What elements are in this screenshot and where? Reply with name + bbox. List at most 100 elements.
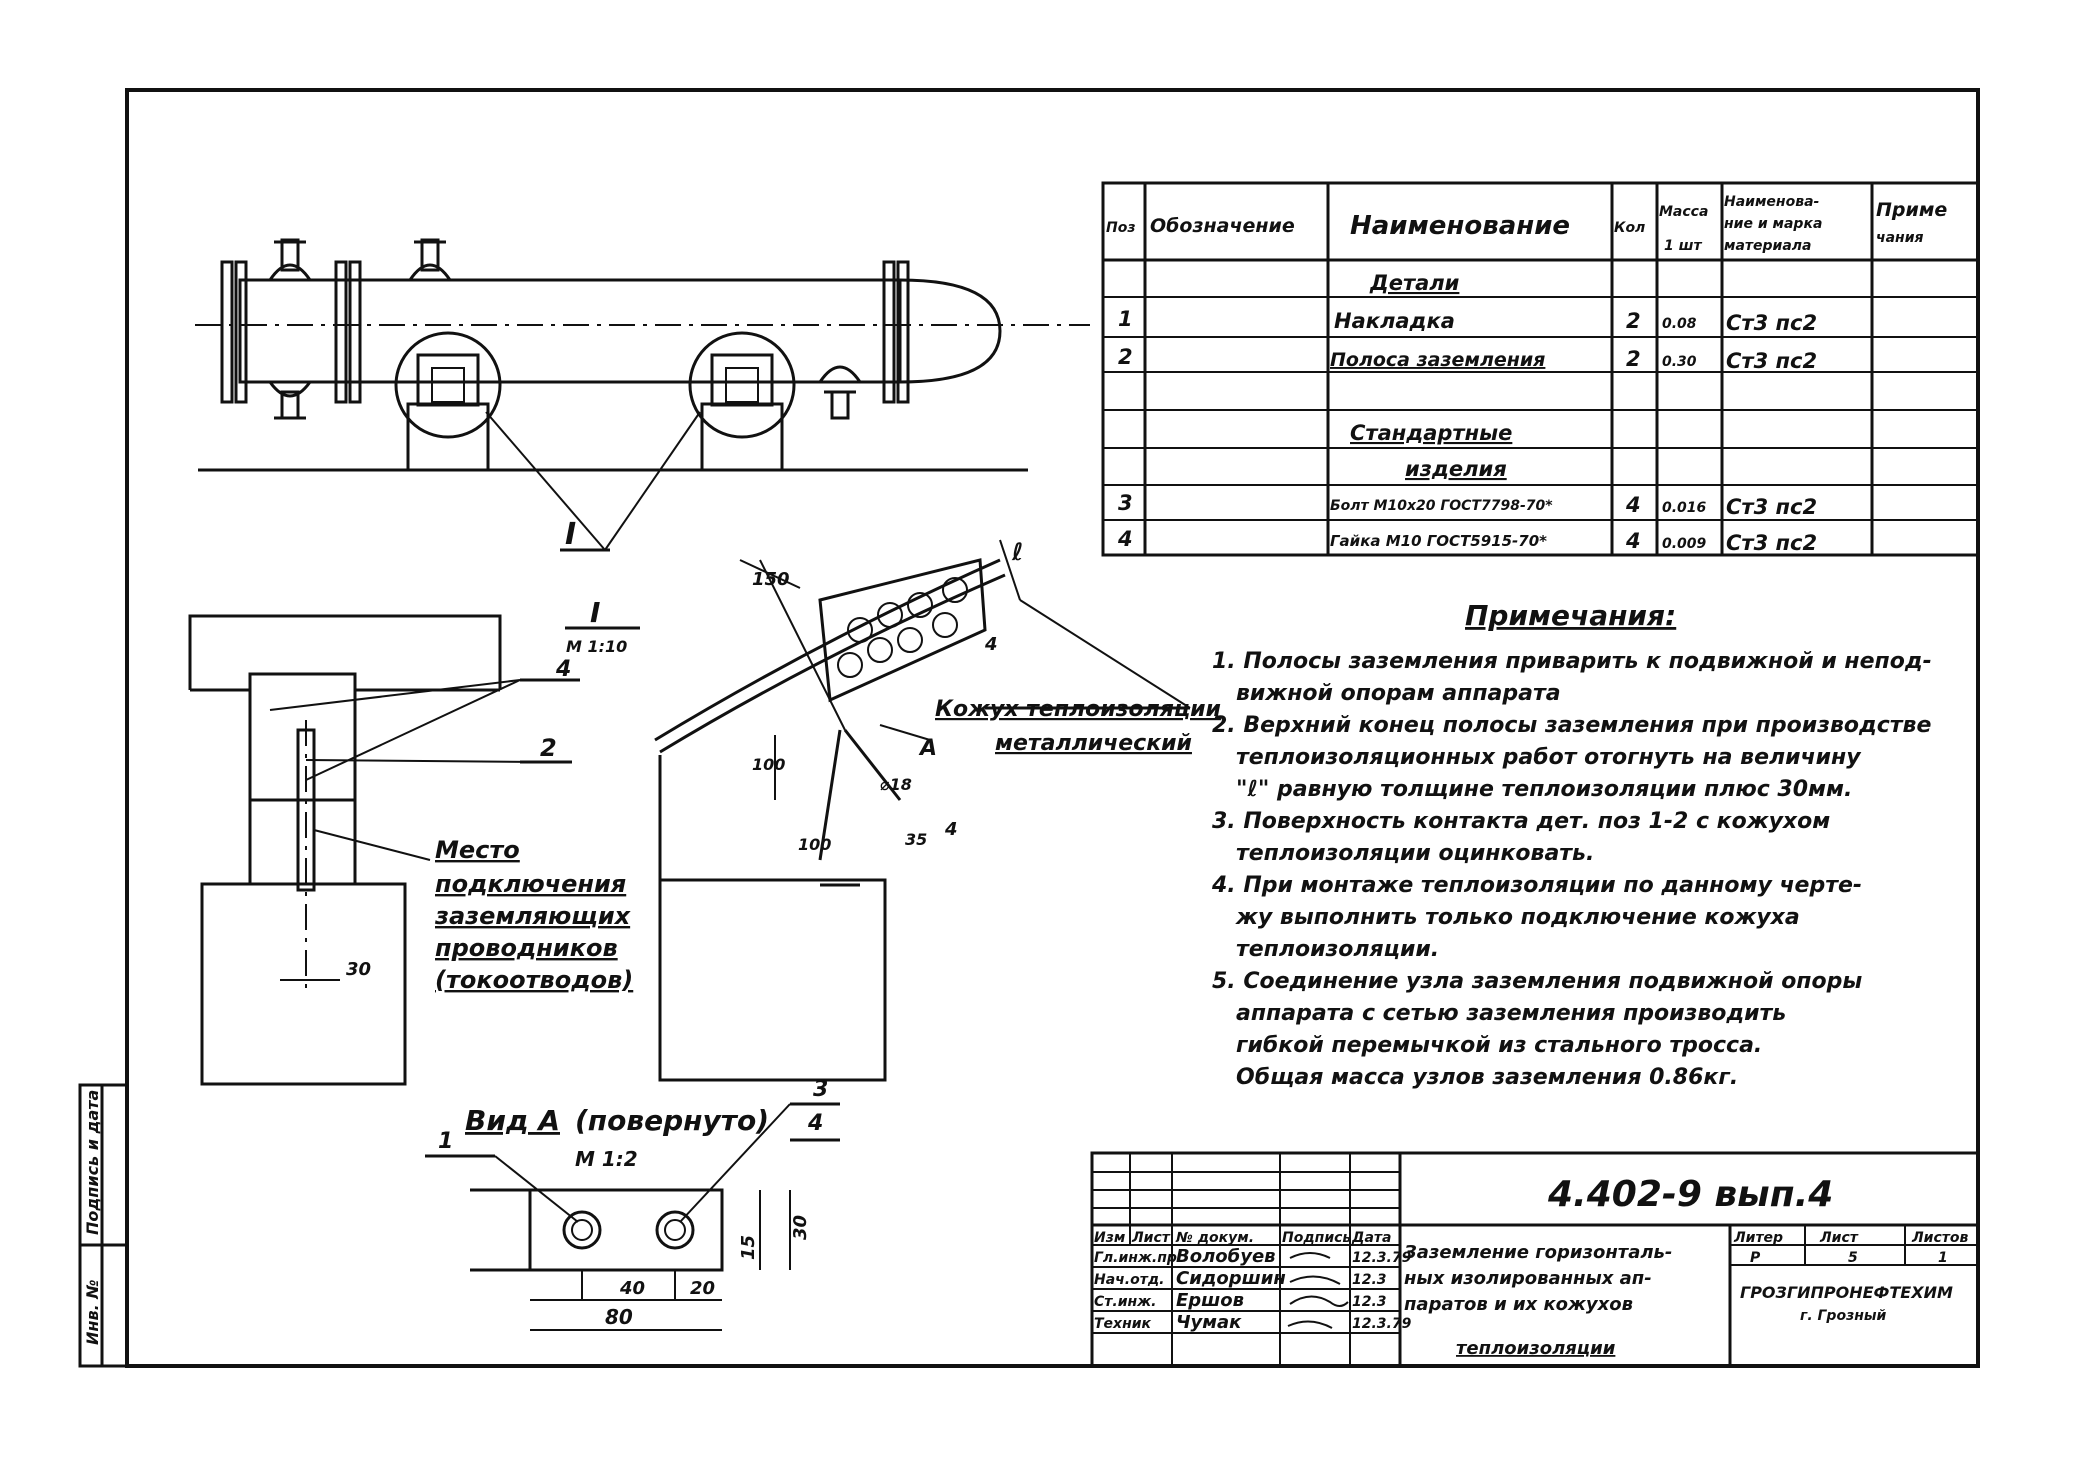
row-1-mass: 0.08 [1662, 316, 1697, 332]
section-standard-1: Стандартные [1350, 421, 1512, 445]
note-line-10: теплоизоляции. [1236, 937, 1439, 962]
tb-date-1: 12.3.79 [1352, 1250, 1412, 1266]
hdr-mass-2: 1 шт [1664, 238, 1702, 254]
dim-30-detail: 30 [346, 959, 371, 980]
row-4-mass: 0.009 [1662, 536, 1707, 552]
arrow-A: А [918, 736, 937, 761]
callout-I: I [565, 517, 576, 552]
place-label-line2: подключения [435, 870, 626, 898]
row-2-name: Полоса заземления [1330, 349, 1545, 371]
tb-col-date: Дата [1351, 1230, 1391, 1246]
tb-col-list: Лист [1131, 1230, 1171, 1246]
tb-role-2: Нач.отд. [1094, 1272, 1164, 1288]
row-4-qty: 4 [1625, 529, 1641, 553]
tb-name-4: Чумак [1176, 1312, 1242, 1333]
note-line-14: Общая масса узлов заземления 0.86кг. [1236, 1065, 1738, 1090]
hdr-designation: Обозначение [1150, 215, 1295, 237]
tb-sheet: 5 [1848, 1250, 1858, 1266]
leader-2: 2 [540, 734, 557, 762]
tb-sheets-label: Листов [1911, 1230, 1968, 1246]
note-line-4: теплоизоляционных работ отогнуть на вели… [1236, 745, 1862, 770]
tb-name-3: Ершов [1176, 1290, 1244, 1311]
tb-stage-label: Литер [1733, 1230, 1783, 1246]
tb-title-2: ных изолированных ап- [1404, 1268, 1652, 1289]
tb-date-3: 12.3 [1352, 1294, 1387, 1310]
note-line-11: 5. Соединение узла заземления подвижной … [1212, 969, 1862, 994]
view-leader-1: 1 [438, 1129, 453, 1154]
view-A-scale: М 1:2 [575, 1147, 638, 1171]
title-block: Изм Лист № докум. Подпись Дата Гл.инж.пр… [1090, 1151, 1980, 1368]
row-4-pos: 4 [1117, 527, 1133, 551]
vessel-elevation: I [195, 238, 1090, 552]
place-label-line5: (токоотводов) [435, 966, 633, 994]
hdr-material-1: Наименова- [1724, 194, 1820, 210]
note-line-8: 4. При монтаже теплоизоляции по данному … [1211, 873, 1862, 898]
tb-doc-code: 4.402-9 вып.4 [1547, 1174, 1833, 1215]
row-3-pos: 3 [1118, 491, 1133, 515]
casing-detail: 150 ℓ 100 100 ⌀18 35 4 4 А Кожух теплоиз… [654, 538, 1221, 1082]
view-A: Вид А (повернуто) М 1:2 1 3 4 40 20 80 1… [425, 1077, 840, 1331]
side-inv-no: Инв. № [83, 1280, 102, 1345]
tb-org-2: г. Грозный [1800, 1308, 1887, 1324]
note-line-1: 1. Полосы заземления приварить к подвижн… [1212, 649, 1932, 674]
dim-l: ℓ [1011, 538, 1023, 566]
dim-4: 4 [944, 819, 958, 840]
row-2-material: Ст3 пс2 [1726, 349, 1817, 373]
place-label-line1: Место [435, 836, 520, 864]
row-2-qty: 2 [1626, 347, 1641, 371]
view-A-rotated: (повернуто) [575, 1104, 769, 1137]
row-1-name: Накладка [1334, 309, 1455, 333]
note-line-5: "ℓ" равную толщине теплоизоляции плюс 30… [1236, 777, 1852, 802]
hdr-notes-2: чания [1876, 230, 1924, 246]
row-4-name: Гайка М10 ГОСТ5915-70* [1330, 532, 1547, 550]
tb-name-2: Сидоршин [1176, 1268, 1286, 1289]
view-A-title: Вид А [465, 1104, 560, 1137]
detail-I-scale: М 1:10 [566, 637, 627, 656]
dim-35: 35 [905, 830, 927, 849]
row-3-name: Болт М10х20 ГОСТ7798-70* [1330, 498, 1553, 514]
note-line-2: вижной опорам аппарата [1236, 681, 1561, 706]
tb-sheets: 1 [1938, 1250, 1948, 1266]
view-leader-3: 3 [813, 1077, 828, 1102]
section-details: Детали [1369, 271, 1460, 295]
tb-col-izm: Изм [1094, 1230, 1125, 1246]
place-label-line4: проводников [435, 934, 618, 962]
row-4-material: Ст3 пс2 [1726, 531, 1817, 555]
spec-table: Поз Обозначение Наименование Кол Масса 1… [1101, 181, 1980, 557]
place-label-line3: заземляющих [434, 902, 632, 930]
leader-4: 4 [555, 657, 571, 682]
hdr-mass-1: Масса [1659, 204, 1708, 220]
detail-I-title: I [590, 596, 600, 629]
note-line-13: гибкой перемычкой из стального тросса. [1236, 1033, 1762, 1058]
view-dim-20: 20 [690, 1278, 715, 1299]
hdr-pos: Поз [1106, 220, 1135, 236]
row-1-qty: 2 [1626, 309, 1641, 333]
note-line-6: 3. Поверхность контакта дет. поз 1-2 с к… [1212, 809, 1830, 834]
notes-title: Примечания: [1465, 599, 1676, 632]
row-3-mass: 0.016 [1662, 500, 1707, 516]
tb-name-1: Волобуев [1176, 1246, 1276, 1267]
row-3-qty: 4 [1625, 493, 1641, 517]
tb-role-4: Техник [1094, 1316, 1152, 1332]
row-1-pos: 1 [1118, 307, 1133, 331]
tb-col-sign: Подпись [1282, 1230, 1351, 1246]
view-leader-4: 4 [807, 1111, 823, 1136]
hdr-material-3: материала [1724, 238, 1811, 254]
note-line-3: 2. Верхний конец полосы заземления при п… [1212, 713, 1931, 738]
dim-100b: 100 [798, 835, 831, 854]
tb-title-1: Заземление горизонталь- [1403, 1242, 1672, 1263]
tb-stage: Р [1750, 1250, 1761, 1266]
row-1-material: Ст3 пс2 [1726, 311, 1817, 335]
view-dim-30: 30 [790, 1215, 811, 1240]
note-line-9: жу выполнить только подключение кожуха [1235, 905, 1800, 930]
tb-org-1: ГРОЗГИПРОНЕФТЕХИМ [1740, 1283, 1953, 1302]
view-dim-40: 40 [619, 1278, 645, 1299]
tb-sheet-label: Лист [1819, 1230, 1859, 1246]
note-line-12: аппарата с сетью заземления производить [1236, 1001, 1786, 1026]
section-standard-2: изделия [1405, 457, 1507, 481]
side-sign-date: Подпись и дата [83, 1090, 102, 1235]
hdr-material-2: ние и марка [1724, 216, 1822, 232]
row-2-pos: 2 [1118, 345, 1133, 369]
dim-4b: 4 [984, 634, 998, 655]
